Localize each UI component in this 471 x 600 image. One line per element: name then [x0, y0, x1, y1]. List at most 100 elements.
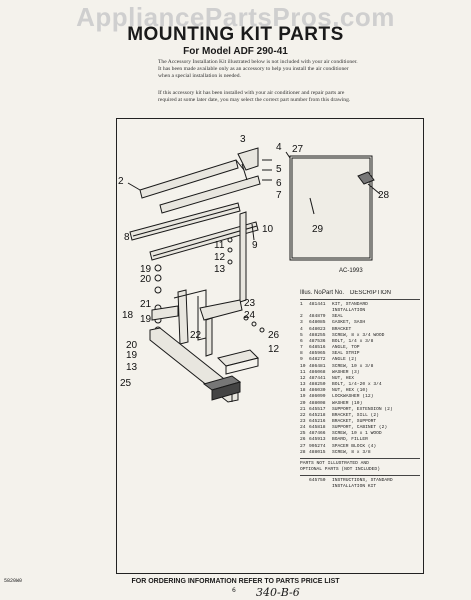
illus-cell: 4: [300, 326, 303, 332]
board-part-27: [289, 155, 373, 261]
table-header: Illus. No. Part No. DESCRIPTION: [300, 290, 420, 297]
description-cell: WASHER (3): [332, 369, 360, 375]
description-cell: BOLT, 1/4 x 3/8: [332, 338, 374, 344]
table-row: INSTALLATION KIT: [300, 484, 420, 490]
model-subtitle: For Model ADF 290-41: [183, 46, 288, 57]
bracket-part-18: [151, 305, 179, 321]
intro-paragraph-2: If this accessory kit has been installed…: [158, 90, 351, 103]
illus-cell: 28: [300, 449, 306, 455]
table-row: 3 648085 GASKET, SASH: [300, 320, 420, 326]
callout-28: 28: [378, 190, 390, 201]
description-cell: GASKET, SASH: [332, 320, 366, 326]
part-number-cell: 486068: [309, 369, 326, 375]
note-line-2: OPTIONAL PARTS (NOT INCLUDED): [300, 466, 380, 472]
bracket-part-4: [237, 147, 259, 171]
callout-20: 20: [140, 274, 152, 285]
callout-4: 4: [276, 142, 282, 153]
support-bracket-part-23: [199, 299, 243, 321]
callout-22: 22: [190, 330, 202, 341]
illus-cell: 5: [300, 332, 303, 338]
extra-part-number: 645750: [309, 477, 326, 483]
illus-cell: 23: [300, 418, 306, 424]
callout-20b: 20: [126, 340, 138, 351]
angle-part-9: [239, 211, 247, 303]
callout-26: 26: [268, 330, 280, 341]
callout-12b: 12: [268, 344, 280, 355]
callout-24: 24: [244, 310, 256, 321]
header-part: Part No.: [322, 290, 345, 296]
filler-board-part-26: [217, 349, 259, 367]
illus-cell: 2: [300, 314, 303, 320]
part-number-cell: 488250: [309, 382, 326, 388]
description-cell: ANGLE (2): [332, 357, 357, 363]
part-number-cell: 648085: [309, 320, 326, 326]
callout-10: 10: [262, 224, 274, 235]
part-number-cell: 486099: [309, 394, 326, 400]
part-number-cell: 488008: [309, 400, 326, 406]
part-number-cell: 648023: [309, 326, 326, 332]
part-number-cell: 486030: [309, 388, 326, 394]
illus-cell: 24: [300, 425, 306, 431]
illus-cell: 8: [300, 351, 303, 357]
part-number-cell: 487536: [309, 338, 326, 344]
illus-cell: 26: [300, 437, 306, 443]
callout-18: 18: [122, 310, 134, 321]
illus-cell: 18: [300, 388, 306, 394]
part-number-cell: 488255: [309, 332, 326, 338]
illus-cell: 13: [300, 382, 306, 388]
table-divider: [300, 474, 420, 476]
description-cell: LOCKWASHER (12): [332, 394, 374, 400]
callout-27: 27: [292, 144, 304, 155]
table-row: 6 487536 BOLT, 1/4 x 3/8: [300, 339, 420, 345]
illus-cell: 19: [300, 394, 306, 400]
intro-paragraph-1: The Accessory Installation Kit illustrat…: [158, 59, 358, 79]
description-cell: SCREW, 8 x 3/8: [332, 449, 371, 455]
description-cell: SUPPORT, EXTENSION (2): [332, 406, 393, 412]
part-number-cell: 645818: [309, 425, 326, 431]
table-divider: [300, 299, 420, 300]
part-number-cell: 648516: [309, 345, 326, 351]
callout-21: 21: [140, 299, 152, 310]
description-cell: BOARD, FILLER: [332, 437, 368, 443]
illus-cell: 3: [300, 320, 303, 326]
part-number-cell: 645216: [309, 418, 326, 424]
illus-cell: 1: [300, 302, 303, 307]
extra-description-1: INSTRUCTIONS, STANDARD: [332, 477, 393, 483]
callout-13b: 13: [126, 362, 138, 373]
callout-11: 11: [214, 240, 225, 251]
description-cell: SPACER BLOCK (4): [332, 443, 377, 449]
illus-cell: 12: [300, 375, 306, 381]
table-row: 4 648023 BRACKET: [300, 327, 420, 333]
part-number-cell: 485965: [309, 351, 326, 357]
callout-12: 12: [214, 252, 226, 263]
description-cell: SEAL: [332, 314, 344, 320]
callout-3: 3: [240, 134, 246, 145]
description-cell: BRACKET: [332, 326, 352, 332]
illus-cell: 21: [300, 406, 306, 412]
illus-cell: 27: [300, 443, 306, 449]
callout-8: 8: [124, 232, 130, 243]
illus-cell: 11: [300, 369, 306, 375]
table-row: INSTALLATION: [300, 308, 420, 314]
description-cell: SUPPORT, CABINET (2): [332, 425, 388, 431]
description-cell: ANGLE, TOP: [332, 345, 360, 351]
description-cell: NUT, HEX: [332, 375, 355, 381]
part-number-cell: 648272: [309, 357, 326, 363]
callout-23: 23: [244, 298, 256, 309]
part-number-cell: 481441: [309, 302, 326, 307]
header-illus: Illus. No.: [300, 290, 324, 296]
table-divider: [300, 457, 420, 459]
callout-25: 25: [120, 378, 132, 389]
part-number-cell: 995274: [309, 443, 326, 449]
illus-cell: 6: [300, 338, 303, 344]
